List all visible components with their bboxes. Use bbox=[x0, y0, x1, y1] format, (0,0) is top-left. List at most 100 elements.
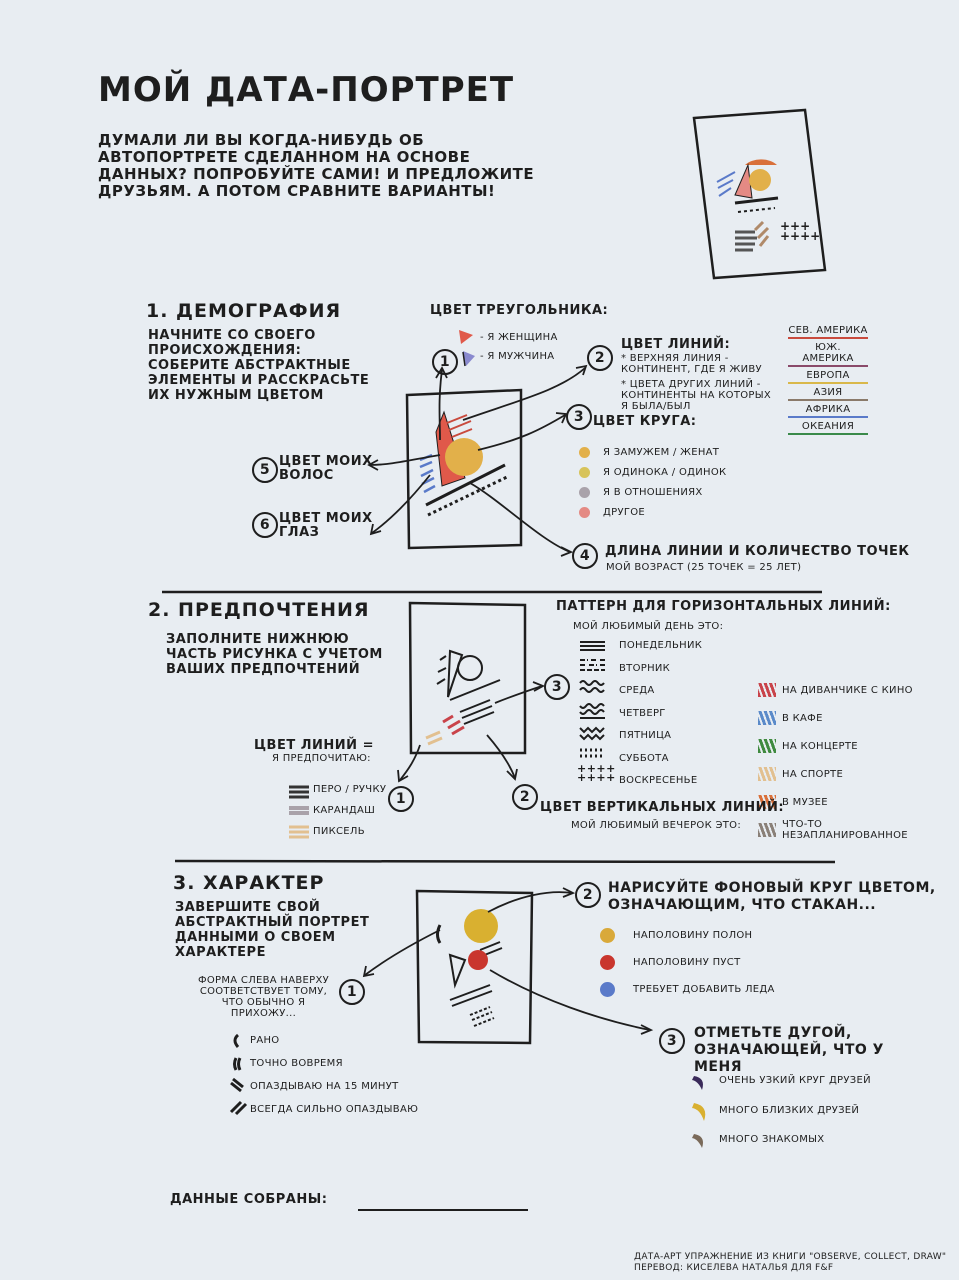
credit-line-2: ПЕРЕВОД: КИСЕЛЕВА НАТАЛЬЯ ДЛЯ F&F bbox=[634, 1263, 834, 1273]
arrival-label: ВСЕГДА СИЛЬНО ОПАЗДЫВАЮ bbox=[250, 1104, 419, 1115]
man-triangle-edge bbox=[462, 351, 466, 367]
continent-item: ЮЖ. АМЕРИКА bbox=[788, 342, 868, 367]
pref-marker-1: 1 bbox=[388, 786, 414, 812]
circle-label: Я В ОТНОШЕНИЯХ bbox=[603, 486, 703, 498]
pattern-title: ПАТТЕРН ДЛЯ ГОРИЗОНТАЛЬНЫХ ЛИНИЙ: bbox=[556, 599, 891, 614]
circle-row: Я ЗАМУЖЕМ / ЖЕНАТ bbox=[579, 442, 726, 462]
activity-row: ЧТО-ТО НЕЗАПЛАНИРОВАННОЕ bbox=[758, 816, 913, 844]
glass-label: НАПОЛОВИНУ ПУСТ bbox=[633, 957, 741, 968]
activity-row: НА КОНЦЕРТЕ bbox=[758, 732, 913, 760]
continent-item: ЕВРОПА bbox=[788, 370, 868, 384]
circle-swatch bbox=[579, 466, 590, 478]
lines-note-2: * ЦВЕТА ДРУГИХ ЛИНИЙ - КОНТИНЕНТЫ НА КОТ… bbox=[621, 379, 772, 412]
eyes-label: ЦВЕТ МОИХ ГЛАЗ bbox=[279, 511, 373, 540]
day-list: ПОНЕДЕЛЬНИК ВТОРНИК СРЕДА ЧЕТВЕРГ ПЯТНИЦ… bbox=[619, 640, 702, 798]
day-patterns bbox=[579, 641, 605, 758]
lines-pref-title: ЦВЕТ ЛИНИЙ = bbox=[254, 738, 374, 753]
lines-pref-sub: Я ПРЕДПОЧИТАЮ: bbox=[272, 753, 371, 764]
glass-row: НАПОЛОВИНУ ПОЛОН bbox=[600, 922, 775, 949]
friend-label: МНОГО БЛИЗКИХ ДРУЗЕЙ bbox=[719, 1104, 860, 1116]
tool-list: ПЕРО / РУЧКУ КАРАНДАШ ПИКСЕЛЬ bbox=[313, 784, 386, 847]
circle-label: ДРУГОЕ bbox=[603, 506, 646, 518]
pref-marker-3: 3 bbox=[544, 674, 570, 700]
continent-legend: СЕВ. АМЕРИКА ЮЖ. АМЕРИКА ЕВРОПА АЗИЯ АФР… bbox=[788, 325, 868, 438]
lines-note-1: * ВЕРХНЯЯ ЛИНИЯ - КОНТИНЕНТ, ГДЕ Я ЖИВУ bbox=[621, 353, 762, 375]
activity-swatch bbox=[758, 823, 776, 837]
day-label: СУББОТА bbox=[619, 752, 669, 764]
circle-row: Я ОДИНОКА / ОДИНОК bbox=[579, 462, 726, 482]
credit-line-1: ДАТА-АРТ УПРАЖНЕНИЕ ИЗ КНИГИ "OBSERVE, C… bbox=[634, 1252, 947, 1262]
activity-label: НА СПОРТЕ bbox=[782, 768, 844, 780]
activity-label: НА КОНЦЕРТЕ bbox=[782, 740, 858, 752]
page-title: МОЙ ДАТА-ПОРТРЕТ bbox=[98, 70, 515, 110]
arrival-label: ТОЧНО ВОВРЕМЯ bbox=[250, 1058, 343, 1069]
char-marker-3: 3 bbox=[659, 1028, 685, 1054]
tool-label: ПИКСЕЛЬ bbox=[313, 826, 365, 837]
day-label: ЧЕТВЕРГ bbox=[619, 707, 666, 719]
friend-label: МНОГО ЗНАКОМЫХ bbox=[719, 1134, 825, 1145]
tool-label: КАРАНДАШ bbox=[313, 805, 376, 816]
preferences-portrait bbox=[408, 601, 527, 755]
day-label: ПЯТНИЦА bbox=[619, 730, 672, 741]
lines-title: ЦВЕТ ЛИНИЙ: bbox=[621, 337, 731, 352]
activity-row: НА СПОРТЕ bbox=[758, 760, 913, 788]
circle-label: Я ЗАМУЖЕМ / ЖЕНАТ bbox=[603, 446, 720, 458]
activity-row: В КАФЕ bbox=[758, 704, 913, 732]
char-marker-2: 2 bbox=[575, 882, 601, 908]
character-arrows bbox=[362, 887, 654, 1035]
character-heading: 3. ХАРАКТЕР bbox=[173, 872, 325, 894]
triangle-title: ЦВЕТ ТРЕУГОЛЬНИКА: bbox=[430, 303, 609, 318]
glass-row: ТРЕБУЕТ ДОБАВИТЬ ЛЕДА bbox=[600, 976, 775, 1003]
marker-3: 3 bbox=[566, 404, 592, 430]
divider-2 bbox=[174, 859, 836, 864]
bg-title: НАРИСУЙТЕ ФОНОВЫЙ КРУГ ЦВЕТОМ, ОЗНАЧАЮЩИ… bbox=[608, 880, 936, 913]
glass-list: НАПОЛОВИНУ ПОЛОН НАПОЛОВИНУ ПУСТ ТРЕБУЕТ… bbox=[600, 922, 775, 1003]
pref-marker-2: 2 bbox=[512, 784, 538, 810]
friend-label: ОЧЕНЬ УЗКИЙ КРУГ ДРУЗЕЙ bbox=[719, 1075, 871, 1086]
marker-6: 6 bbox=[252, 512, 278, 538]
svg-text:+++: +++ bbox=[780, 219, 810, 233]
glass-label: ТРЕБУЕТ ДОБАВИТЬ ЛЕДА bbox=[633, 984, 775, 995]
activity-label: НА ДИВАНЧИКЕ С КИНО bbox=[782, 684, 913, 696]
character-text: ЗАВЕРШИТЕ СВОЙ АБСТРАКТНЫЙ ПОРТРЕТ ДАННЫ… bbox=[175, 900, 370, 960]
length-note: МОЙ ВОЗРАСТ (25 ТОЧЕК = 25 ЛЕТ) bbox=[606, 562, 802, 573]
demography-portrait bbox=[405, 388, 523, 550]
marker-1: 1 bbox=[432, 349, 458, 375]
preferences-arrows bbox=[397, 681, 546, 783]
preferences-text: ЗАПОЛНИТЕ НИЖНЮЮ ЧАСТЬ РИСУНКА С УЧЕТОМ … bbox=[166, 632, 383, 677]
glass-swatch bbox=[600, 928, 615, 943]
continent-item: АЗИЯ bbox=[788, 387, 868, 401]
activity-swatch bbox=[758, 767, 776, 781]
triangle-woman: - Я ЖЕНЩИНА bbox=[480, 332, 558, 343]
demography-arrows bbox=[367, 364, 588, 557]
preferences-heading: 2. ПРЕДПОЧТЕНИЯ bbox=[148, 599, 370, 621]
glass-swatch bbox=[600, 982, 615, 997]
char-marker-1: 1 bbox=[339, 979, 365, 1005]
continent-item: АФРИКА bbox=[788, 404, 868, 418]
activity-label: ЧТО-ТО НЕЗАПЛАНИРОВАННОЕ bbox=[782, 819, 908, 841]
circle-legend: Я ЗАМУЖЕМ / ЖЕНАТ Я ОДИНОКА / ОДИНОК Я В… bbox=[579, 442, 726, 522]
continent-item: СЕВ. АМЕРИКА bbox=[788, 325, 868, 339]
day-label: ВТОРНИК bbox=[619, 662, 671, 674]
circle-swatch bbox=[579, 446, 590, 458]
demography-heading: 1. ДЕМОГРАФИЯ bbox=[146, 300, 342, 322]
circle-swatch bbox=[579, 486, 590, 498]
continent-item: ОКЕАНИЯ bbox=[788, 421, 868, 435]
activity-swatch bbox=[758, 711, 776, 725]
length-title: ДЛИНА ЛИНИИ И КОЛИЧЕСТВО ТОЧЕК bbox=[605, 544, 910, 559]
arrival-marks bbox=[229, 1033, 248, 1116]
hair-label: ЦВЕТ МОИХ ВОЛОС bbox=[279, 454, 373, 483]
activity-swatch bbox=[758, 739, 776, 753]
tool-label: ПЕРО / РУЧКУ bbox=[313, 784, 387, 795]
vertical-title: ЦВЕТ ВЕРТИКАЛЬНЫХ ЛИНИЙ: bbox=[540, 800, 785, 815]
day-label: ВОСКРЕСЕНЬЕ bbox=[619, 775, 698, 786]
circle-swatch bbox=[579, 506, 590, 518]
arc-title: ОТМЕТЬТЕ ДУГОЙ, ОЗНАЧАЮЩЕЙ, ЧТО У МЕНЯ bbox=[694, 1025, 884, 1075]
day-label: ПОНЕДЕЛЬНИК bbox=[619, 640, 703, 651]
glass-label: НАПОЛОВИНУ ПОЛОН bbox=[633, 930, 753, 941]
activity-swatch bbox=[758, 795, 776, 809]
circle-label: Я ОДИНОКА / ОДИНОК bbox=[603, 466, 727, 478]
sunday-pattern-icon: ++++++++ bbox=[577, 762, 616, 784]
friend-arcs bbox=[692, 1076, 706, 1148]
